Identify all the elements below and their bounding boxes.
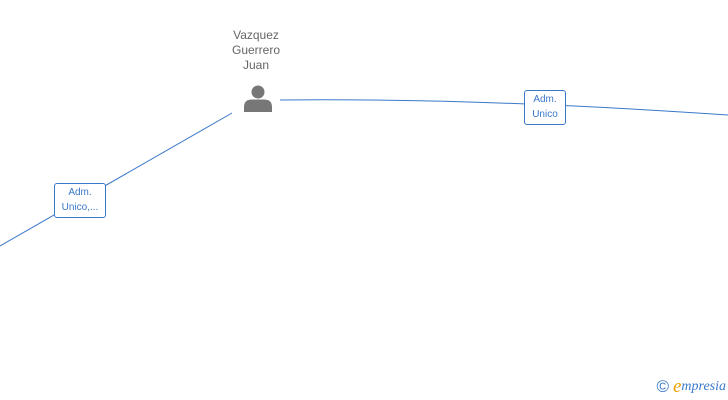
edge-line-left xyxy=(0,112,233,247)
edge-label-right-line-2: Unico xyxy=(532,109,558,120)
copyright-icon: © xyxy=(656,377,669,396)
person-name-line-2: Guerrero xyxy=(231,43,281,57)
edge-label-left-line-1: Adm. xyxy=(68,187,92,198)
edge-line-right xyxy=(279,99,728,116)
empresia-brand[interactable]: © e mpresia xyxy=(656,377,726,397)
empresia-logo-initial: e xyxy=(672,376,682,397)
edge-label-left-line-2: Unico,... xyxy=(61,202,99,213)
person-name-line-1: Vazquez xyxy=(233,28,279,42)
edge-label-right[interactable]: Adm. Unico xyxy=(524,90,566,125)
empresia-logo-text: mpresia xyxy=(681,379,726,394)
person-icon[interactable] xyxy=(243,84,273,112)
edge-label-right-line-1: Adm. xyxy=(533,94,557,105)
person-name[interactable]: Vazquez Guerrero Juan xyxy=(208,28,304,73)
person-name-line-3: Juan xyxy=(242,58,270,72)
edge-label-left[interactable]: Adm. Unico,... xyxy=(54,183,106,218)
